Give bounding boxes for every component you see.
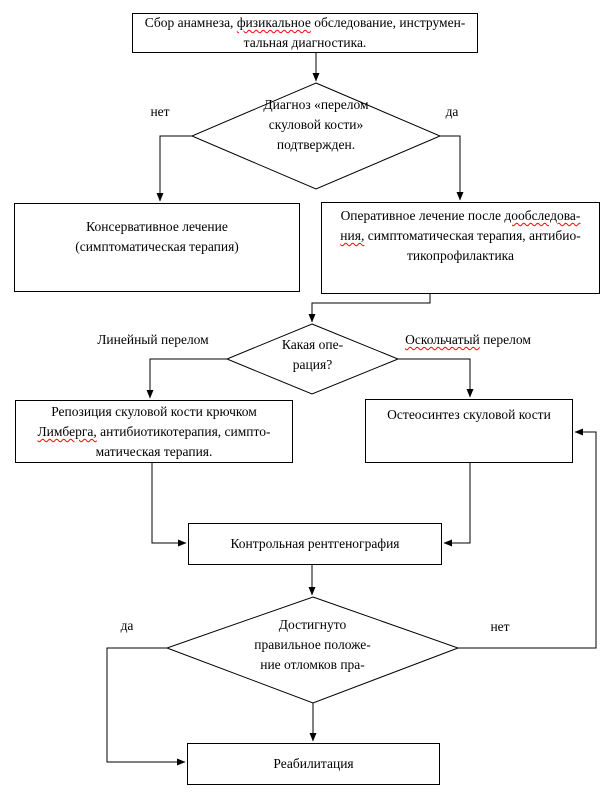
diagnosis-line: Диагноз «перелом bbox=[263, 97, 369, 112]
xray-line: Контрольная рентгенография bbox=[230, 536, 400, 551]
reposition-line: Репозиция скуловой кости крючком bbox=[51, 404, 257, 419]
edge-label-yes-2: да bbox=[120, 618, 134, 633]
decision-operation-type-label: Какая опе- рация? bbox=[227, 335, 398, 375]
edge-no-to-conservative bbox=[156, 135, 192, 202]
osteosynthesis-line: Остеосинтез скуловой кости bbox=[387, 407, 551, 422]
comminuted-misspelled-word: Оскольчатый bbox=[405, 332, 480, 347]
reposition-line: матическая терапия. bbox=[95, 444, 213, 459]
edge-yes-to-operative bbox=[440, 135, 464, 201]
decision-position-achieved-label: Достигнуто правильное положе- ние отломк… bbox=[167, 615, 458, 675]
conservative-line: Консервативное лечение bbox=[86, 219, 228, 234]
node-osteosynthesis: Остеосинтез скуловой кости bbox=[365, 399, 573, 463]
anamnesis-text: обследование, инструмен- bbox=[310, 15, 466, 30]
position-check-line: ние отломков пра- bbox=[260, 657, 365, 672]
rehabilitation-line: Реабилитация bbox=[273, 756, 354, 771]
operation-type-line: рация? bbox=[292, 357, 333, 372]
anamnesis-misspelled-word: физикальное bbox=[236, 15, 311, 30]
anamnesis-text: тальная диагностика. bbox=[243, 35, 367, 50]
edge-operative-to-operation-type bbox=[308, 294, 431, 323]
edge-reposition-to-xray bbox=[151, 463, 187, 547]
edge-label-linear-fracture: Линейный перелом bbox=[97, 332, 209, 347]
decision-diagnosis-confirmed-label: Диагноз «перелом скуловой кости» подтвер… bbox=[192, 95, 440, 155]
comminuted-rest: перелом bbox=[479, 332, 531, 347]
edge-label-no-2: нет bbox=[490, 619, 510, 634]
conservative-line: (симптоматическая терапия) bbox=[75, 239, 239, 254]
position-check-line: Достигнуто bbox=[278, 617, 347, 632]
operative-misspelled-word: ния, bbox=[340, 228, 365, 243]
node-reposition-limberg-hook: Репозиция скуловой кости крючком Лимберг… bbox=[15, 400, 293, 463]
edge-comminuted-to-osteosynthesis bbox=[398, 358, 474, 398]
operative-line: тикопрофилактика bbox=[406, 248, 515, 263]
edge-no-back-to-osteosynthesis bbox=[458, 428, 597, 649]
operative-misspelled-word: дообследова- bbox=[504, 208, 581, 223]
node-rehabilitation: Реабилитация bbox=[187, 743, 440, 785]
node-control-xray: Контрольная рентгенография bbox=[188, 523, 442, 565]
edge-label-no-1: нет bbox=[150, 104, 170, 119]
decision-operation-type-shape bbox=[225, 323, 400, 395]
reposition-misspelled-word: Лимберга, bbox=[37, 424, 97, 439]
operation-type-line: Какая опе- bbox=[281, 337, 344, 352]
edge-yes-to-rehabilitation bbox=[106, 647, 186, 766]
node-operative-treatment: Оперативное лечение после дообследова- н… bbox=[321, 202, 600, 294]
node-anamnesis: Сбор анамнеза, физикальное обследование,… bbox=[132, 13, 478, 53]
edge-label-yes-1: да bbox=[445, 104, 459, 119]
diagnosis-line: подтвержден. bbox=[276, 137, 356, 152]
edge-linear-to-reposition bbox=[146, 358, 227, 399]
edge-osteosynthesis-to-xray bbox=[443, 463, 471, 547]
decision-position-achieved-shape bbox=[165, 596, 460, 704]
anamnesis-text: Сбор анамнеза, bbox=[144, 15, 237, 30]
edge-label-comminuted-fracture: Оскольчатый перелом bbox=[398, 332, 538, 348]
operative-line: симптоматическая терапия, антибио- bbox=[364, 228, 581, 243]
reposition-line: антибиотикотерапия, симпто- bbox=[96, 424, 271, 439]
diagnosis-line: скуловой кости» bbox=[268, 117, 364, 132]
operative-line: Оперативное лечение после bbox=[340, 208, 505, 223]
position-check-line: правильное положе- bbox=[254, 637, 371, 652]
node-conservative-treatment: Консервативное лечение (симптоматическая… bbox=[14, 203, 300, 292]
decision-diagnosis-confirmed-shape bbox=[190, 82, 442, 190]
